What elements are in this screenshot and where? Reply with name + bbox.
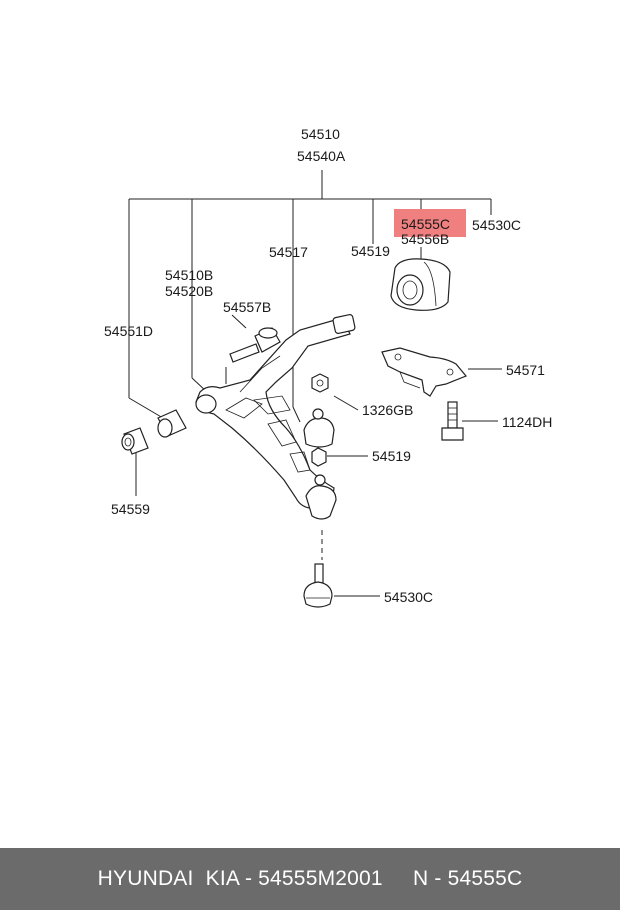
callout-tree — [128, 170, 492, 560]
bushing-54559-part — [121, 427, 149, 455]
label-54556b: 54556B — [401, 231, 449, 247]
label-54540a: 54540A — [297, 148, 346, 164]
stabilizer-bushing-part — [390, 258, 451, 311]
label-54519-low: 54519 — [372, 448, 411, 464]
label-54520b: 54520B — [165, 283, 213, 299]
label-1124dh: 1124DH — [502, 414, 552, 430]
label-54551d: 54551D — [104, 323, 153, 339]
label-1326gb: 1326GB — [362, 402, 413, 418]
label-54559: 54559 — [111, 501, 150, 517]
highlight-box — [394, 209, 466, 237]
bracket-part — [381, 347, 467, 397]
label-54517: 54517 — [269, 244, 308, 260]
lower-control-arm-part — [195, 314, 356, 509]
rear-bushing-part — [157, 409, 187, 438]
ball-joint-54517-part — [303, 408, 335, 448]
label-54510: 54510 — [301, 126, 340, 142]
label-54519-top: 54519 — [351, 243, 390, 259]
label-54530c-bottom: 54530C — [384, 589, 433, 605]
footer-part-number: HYUNDAI KIA - 54555M2001 N - 54555C — [0, 848, 620, 910]
label-54571: 54571 — [506, 362, 545, 378]
ball-joint-upper-part — [305, 474, 337, 520]
bolt-54557b-part — [229, 327, 281, 363]
parts-diagram: 54510 54540A 54555C 54556B 54530C 54517 … — [104, 126, 552, 608]
label-54557b: 54557B — [223, 299, 271, 315]
bolt-1124dh-part — [441, 401, 464, 441]
nut-54519-part — [311, 447, 327, 467]
leader-lines — [135, 368, 502, 597]
nut-1326gb-part — [311, 373, 329, 393]
ball-joint-bottom-part — [303, 563, 333, 608]
label-54555c: 54555C — [401, 216, 450, 232]
label-54530c-top: 54530C — [472, 217, 521, 233]
label-54510b: 54510B — [165, 267, 213, 283]
